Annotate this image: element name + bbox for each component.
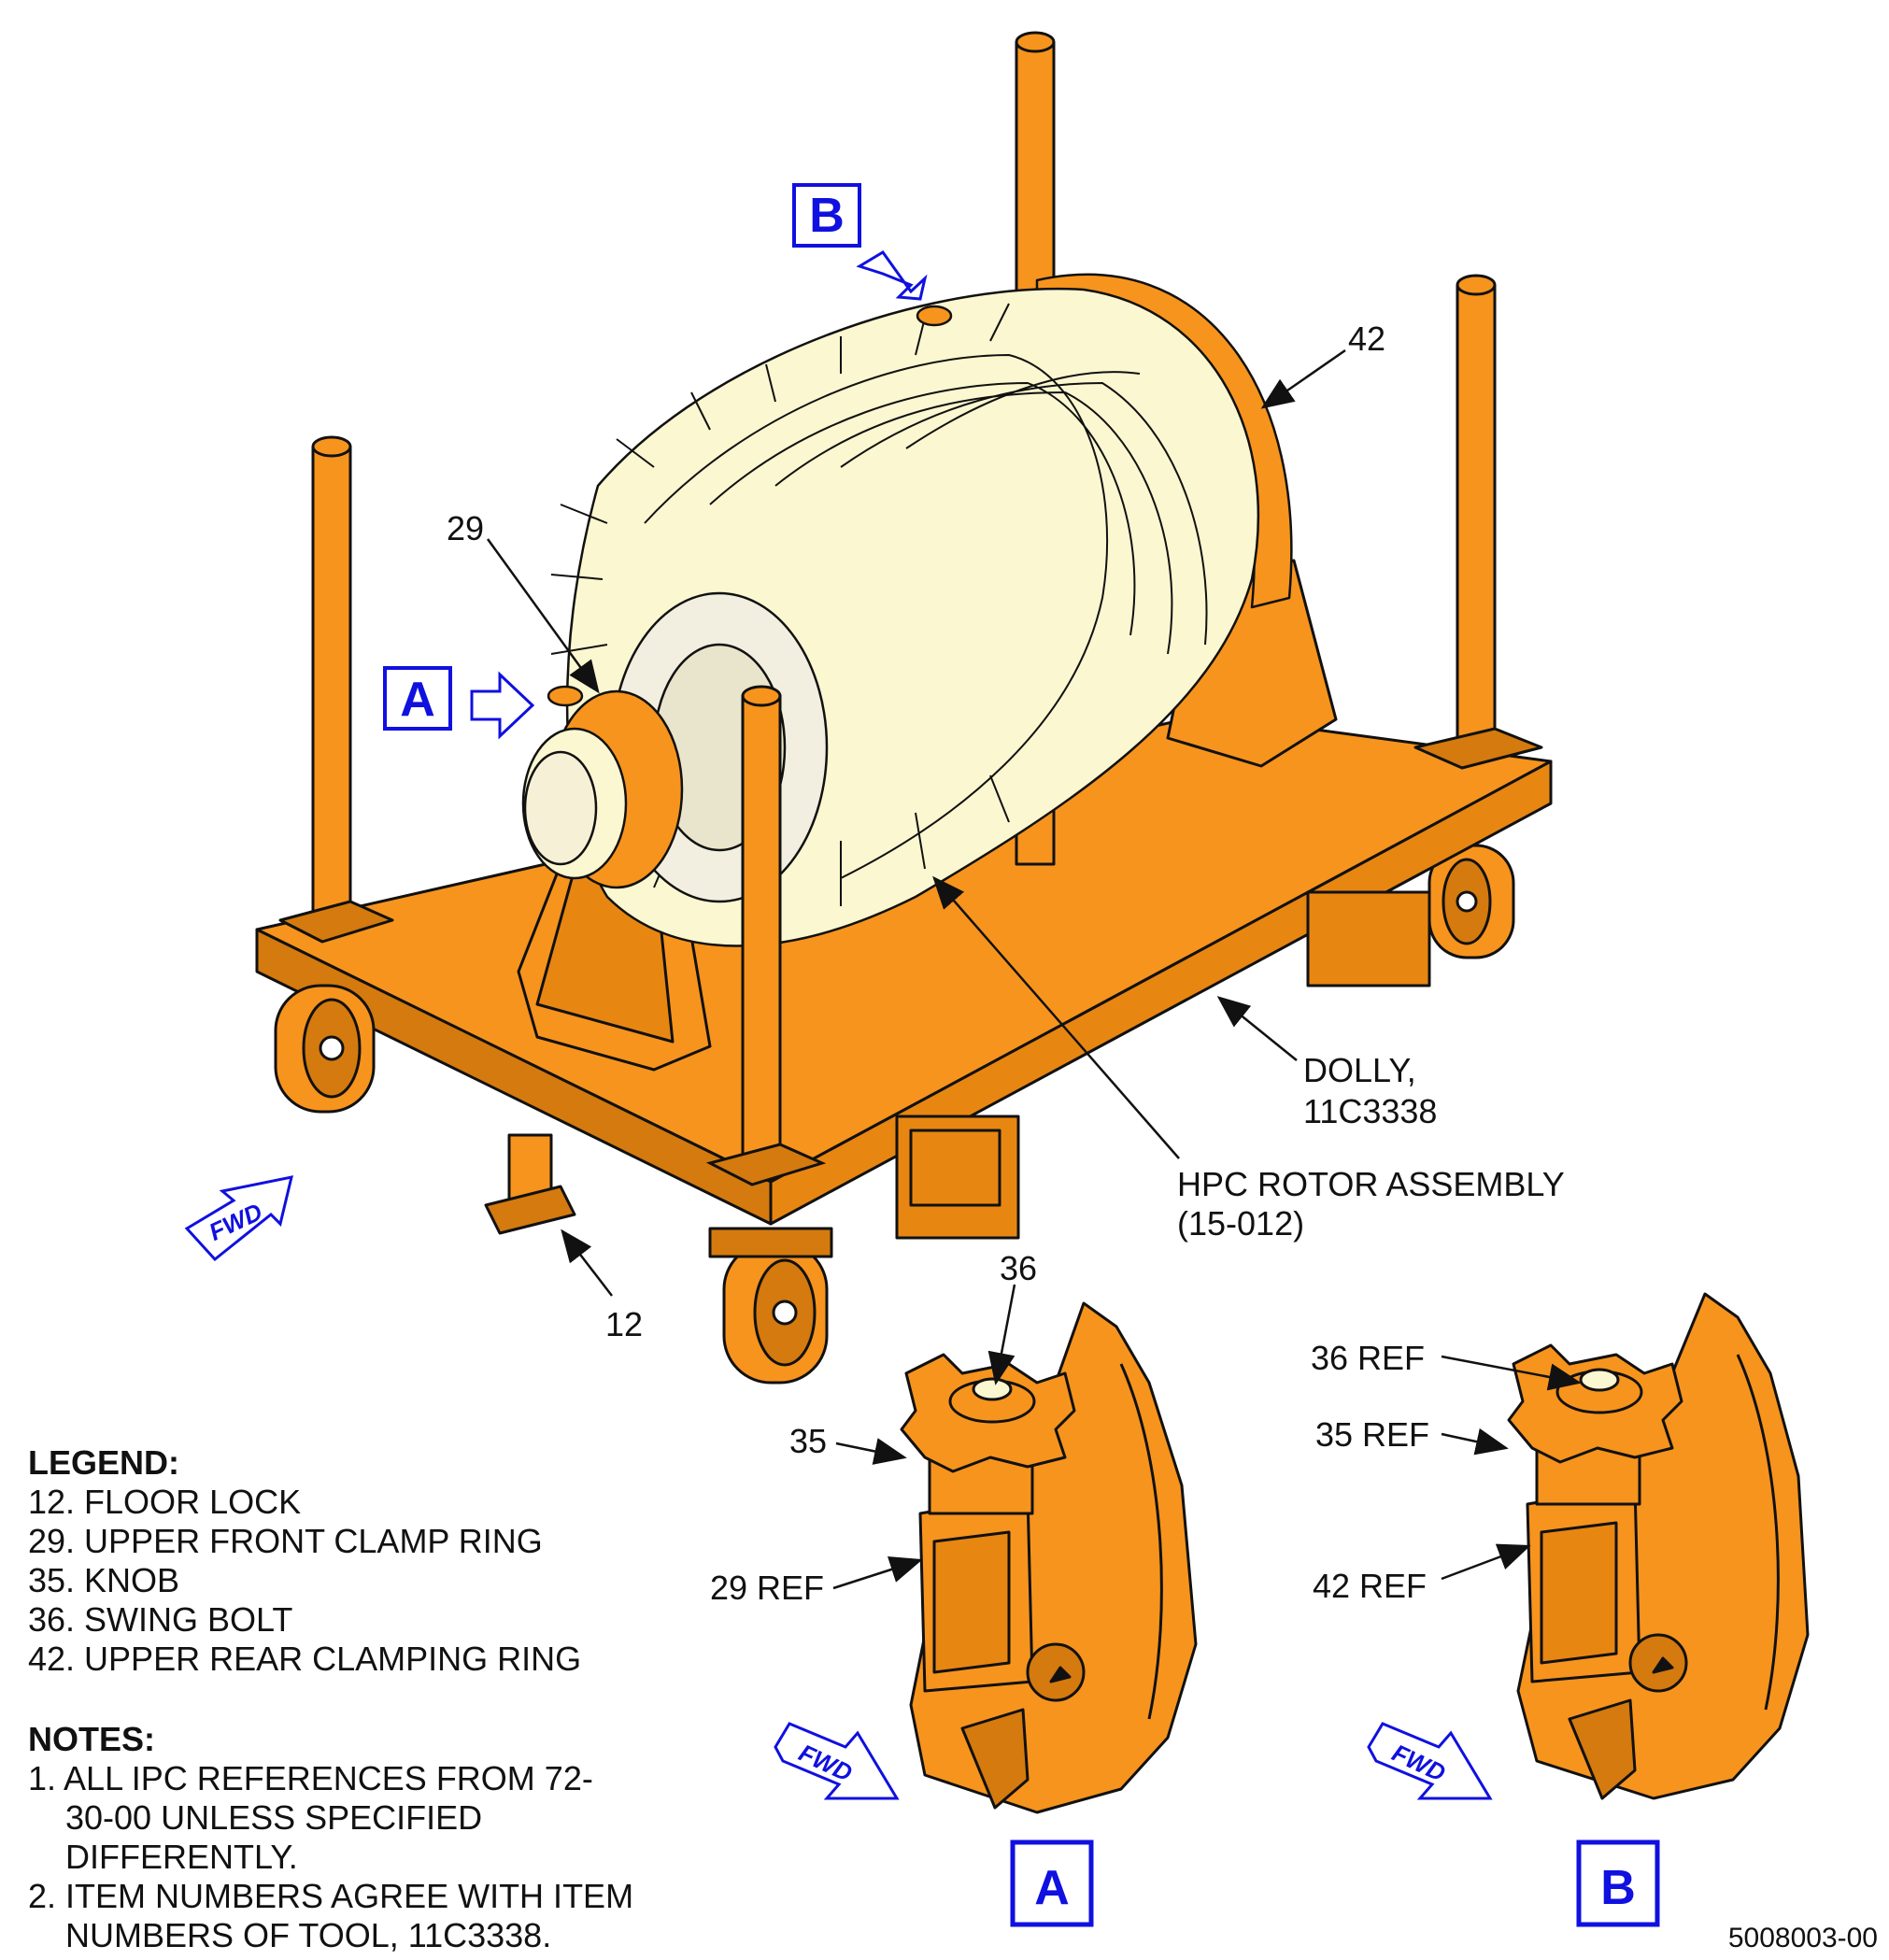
note-item: 1. ALL IPC REFERENCES FROM 72-30-00 UNLE… xyxy=(28,1759,593,1876)
post-rear-right xyxy=(1413,274,1543,770)
svg-text:B: B xyxy=(1600,1861,1636,1915)
dolly-11c3338 xyxy=(255,31,1553,1385)
legend-item: 36. SWING BOLT xyxy=(28,1600,293,1639)
hpc-rotor-assembly xyxy=(521,273,1293,947)
callout-b-35ref: 35 REF xyxy=(1315,1415,1429,1454)
figure-number: 5008003-00 xyxy=(1727,1923,1878,1953)
legend-title: LEGEND: xyxy=(28,1443,179,1482)
callout-12: 12 xyxy=(605,1305,643,1343)
legend-item: 35. KNOB xyxy=(28,1561,180,1599)
svg-text:A: A xyxy=(1034,1861,1070,1915)
fwd-arrow-a: FWD xyxy=(774,1722,900,1800)
wheel-rear-right xyxy=(1427,844,1515,959)
callout-hpc-line1: HPC ROTOR ASSEMBLY xyxy=(1177,1165,1565,1203)
detail-b-label: B xyxy=(1576,1839,1660,1927)
callout-42: 42 xyxy=(1348,320,1385,358)
callout-a-36: 36 xyxy=(1000,1249,1037,1287)
leader-lines-main xyxy=(486,348,1346,1297)
svg-text:B: B xyxy=(809,189,845,243)
swing-bolt-b xyxy=(1579,1368,1620,1392)
callout-a-35: 35 xyxy=(789,1422,827,1460)
legend-item: 42. UPPER REAR CLAMPING RING xyxy=(28,1640,582,1678)
detail-view-a xyxy=(900,1301,1198,1814)
swing-bolt-a xyxy=(972,1377,1013,1401)
fwd-arrow-b: FWD xyxy=(1367,1722,1493,1800)
callout-dolly-line2: 11C3338 xyxy=(1303,1092,1437,1130)
svg-text:A: A xyxy=(400,673,435,727)
detail-view-b xyxy=(1507,1292,1810,1800)
note-item: 2. ITEM NUMBERS AGREE WITH ITEM NUMBERS … xyxy=(28,1877,634,1954)
callout-a-29ref: 29 REF xyxy=(710,1569,824,1607)
post-front-right xyxy=(705,685,827,1186)
callout-b-42ref: 42 REF xyxy=(1313,1567,1427,1605)
legend-item: 12. FLOOR LOCK xyxy=(28,1483,302,1521)
legend-item: 29. UPPER FRONT CLAMP RING xyxy=(28,1522,543,1560)
callout-dolly-line1: DOLLY, xyxy=(1303,1051,1416,1089)
notes-title: NOTES: xyxy=(28,1720,156,1758)
dolly-deck-side xyxy=(769,760,1553,1226)
wheel-front-left xyxy=(274,984,376,1114)
leader-lines-b xyxy=(1441,1355,1582,1581)
fwd-arrow-main: FWD xyxy=(184,1175,294,1262)
knob-front xyxy=(547,685,584,707)
view-marker-b: B xyxy=(792,183,861,248)
leader-lines-a xyxy=(832,1284,1016,1590)
callout-hpc-line2: (15-012) xyxy=(1177,1204,1304,1243)
detail-a-label: A xyxy=(1010,1839,1094,1927)
post-front-left xyxy=(278,435,394,944)
callout-29: 29 xyxy=(447,509,484,547)
view-arrow-b xyxy=(856,250,928,301)
wheel-front-right xyxy=(708,1227,833,1385)
legend-and-notes: LEGEND: 12. FLOOR LOCK 29. UPPER FRONT C… xyxy=(28,1443,738,1955)
view-marker-a: A xyxy=(383,666,452,731)
floor-lock xyxy=(484,1133,576,1235)
view-arrow-a xyxy=(470,671,535,740)
callout-b-36ref: 36 REF xyxy=(1311,1339,1425,1377)
knob-rear xyxy=(916,305,953,327)
